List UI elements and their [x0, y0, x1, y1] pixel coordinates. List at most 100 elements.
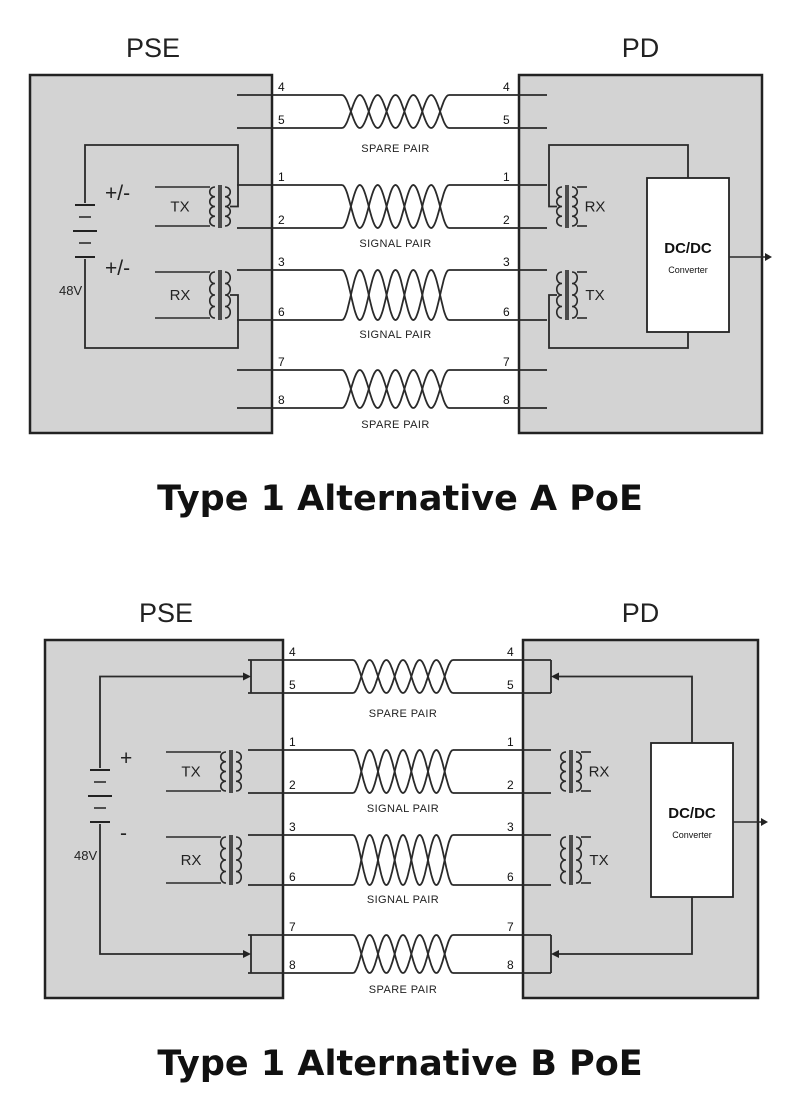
dc-dc-converter-box	[646, 177, 730, 333]
pd-rx-transformer-coil-right	[575, 751, 583, 792]
pd-tx-label: TX	[589, 852, 608, 869]
pse-tx-label: TX	[170, 199, 189, 216]
pin-number-pd: 8	[503, 393, 510, 407]
pse-rx-label: RX	[181, 852, 202, 869]
pse-tx-transformer-coil-left	[208, 186, 216, 227]
pin-number-pd: 3	[507, 820, 514, 834]
cable-pair-1: SPARE PAIR 4 5 4 5	[248, 645, 551, 720]
pair-label: SIGNAL PAIR	[367, 803, 439, 815]
pin-number-pse: 4	[289, 645, 296, 659]
cable-pair-1: SPARE PAIR 4 5 4 5	[237, 80, 547, 155]
pin-number-pd: 3	[503, 255, 510, 269]
pd-arrow-icon	[551, 672, 559, 681]
pd-label: PD	[622, 598, 660, 628]
converter-title: DC/DC	[668, 805, 716, 822]
pse-arrow-icon	[243, 672, 251, 681]
pin-number-pse: 8	[278, 393, 285, 407]
battery-icon	[73, 204, 97, 258]
pse-label: PSE	[139, 598, 193, 628]
pse-tx-label: TX	[181, 764, 200, 781]
pd-power-lead-bottom	[559, 897, 693, 955]
pin-number-pd: 7	[503, 355, 510, 369]
battery-icon	[88, 769, 112, 823]
pin-number-pse: 7	[289, 920, 296, 934]
twist-wire-a	[341, 269, 450, 321]
twist-wire-a	[352, 659, 454, 694]
pin-number-pse: 5	[278, 113, 285, 127]
diagram-title: Type 1 Alternative A PoE	[157, 479, 643, 519]
twist-wire-a	[341, 369, 450, 409]
pd-rx-transformer-coil-left	[555, 186, 563, 227]
pin-number-pd: 1	[503, 170, 510, 184]
pin-number-pd: 4	[507, 645, 514, 659]
pin-number-pse: 3	[278, 255, 285, 269]
pd-tx-transformer-coil-left	[555, 271, 563, 319]
pse-box	[28, 73, 274, 435]
pse-tx-transformer-coil-right	[235, 751, 243, 792]
dc-dc-converter-box	[650, 742, 734, 898]
voltage-label: 48V	[59, 283, 82, 298]
pd-power-lead-top	[548, 144, 689, 208]
pin-number-pse: 4	[278, 80, 285, 94]
pse-rx-transformer-coil-right	[224, 271, 232, 319]
pse-arrow-icon	[243, 950, 251, 958]
pse-power-lead-negative	[84, 259, 239, 349]
pair-label: SPARE PAIR	[361, 143, 429, 155]
pin-number-pd: 2	[507, 778, 514, 792]
pin-number-pse: 3	[289, 820, 296, 834]
twist-wire-b	[352, 834, 454, 886]
twist-wire-b	[352, 934, 454, 974]
pin-number-pd: 4	[503, 80, 510, 94]
twist-wire-b	[341, 184, 450, 229]
pse-box	[43, 638, 285, 1000]
pse-rx-label: RX	[170, 287, 191, 304]
twist-wire-b	[341, 369, 450, 409]
pin-number-pd: 5	[507, 678, 514, 692]
pin-number-pse: 1	[289, 735, 296, 749]
twist-wire-a	[352, 834, 454, 886]
pin-number-pd: 1	[507, 735, 514, 749]
twist-wire-a	[341, 184, 450, 229]
twist-wire-b	[341, 94, 450, 129]
pin-number-pse: 1	[278, 170, 285, 184]
voltage-label: 48V	[74, 848, 97, 863]
twist-wire-b	[352, 659, 454, 694]
polarity-top: +/-	[105, 182, 130, 205]
pd-tx-transformer-coil-right	[575, 836, 583, 884]
pin-number-pd: 5	[503, 113, 510, 127]
pd-rx-label: RX	[589, 764, 610, 781]
pse-power-lead-negative	[99, 824, 243, 955]
pin-number-pse: 7	[278, 355, 285, 369]
pse-power-lead-positive	[99, 675, 243, 768]
pse-power-lead-positive	[84, 144, 239, 208]
pin-number-pd: 2	[503, 213, 510, 227]
polarity-top: +	[120, 747, 132, 770]
pd-rx-label: RX	[585, 199, 606, 216]
pin-number-pse: 6	[289, 870, 296, 884]
polarity-bottom: -	[120, 822, 127, 845]
pair-label: SPARE PAIR	[369, 708, 437, 720]
twist-wire-a	[352, 749, 454, 794]
output-arrow-icon	[765, 253, 772, 261]
pin-number-pse: 5	[289, 678, 296, 692]
pair-label: SIGNAL PAIR	[359, 238, 431, 250]
pin-number-pse: 6	[278, 305, 285, 319]
pair-label: SPARE PAIR	[369, 984, 437, 996]
pin-number-pd: 6	[507, 870, 514, 884]
pd-rx-transformer-coil-right	[571, 186, 579, 227]
pse-label: PSE	[126, 33, 180, 63]
pd-tx-label: TX	[585, 287, 604, 304]
pse-rx-transformer-coil-left	[219, 836, 227, 884]
pin-number-pd: 8	[507, 958, 514, 972]
twist-wire-b	[341, 269, 450, 321]
pd-tx-transformer-coil-left	[559, 836, 567, 884]
twist-wire-b	[352, 749, 454, 794]
converter-title: DC/DC	[664, 240, 712, 257]
pd-tx-transformer-coil-right	[571, 271, 579, 319]
